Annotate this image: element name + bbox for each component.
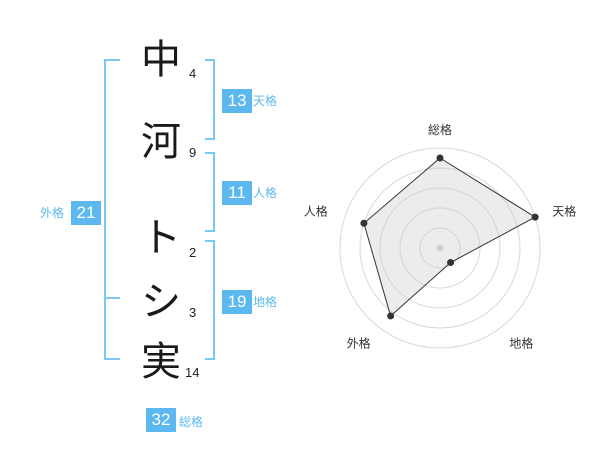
name-char-3: ト [141,215,181,261]
radar-ring [379,187,501,309]
gaikaku-bracket [104,59,120,360]
stroke-count-3: 2 [189,245,197,260]
tenkaku-value: 13 [222,89,252,113]
radar-point-3 [447,259,455,267]
chikaku-value: 19 [222,290,252,314]
jinkaku-value: 11 [222,181,252,205]
stroke-count-4: 3 [189,305,197,320]
stroke-count-1: 4 [189,66,197,81]
name-char-1: 中 [141,37,181,83]
gaikaku-bracket-tick [104,297,120,299]
chikaku-label: 地格 [253,295,278,309]
radar-axis-label-1: 総格 [428,122,452,137]
stroke-count-5: 14 [185,365,200,380]
radar-axis-label-5: 人格 [304,204,328,219]
tenkaku-bracket [205,59,215,140]
name-char-4: シ [141,279,181,325]
radar-center-dot [436,244,444,252]
radar-point-5 [360,219,368,227]
stroke-count-2: 9 [189,145,197,160]
radar-axis-label-2: 天格 [552,204,576,219]
radar-point-1 [436,154,444,162]
soukaku-label: 総格 [179,415,204,429]
radar-point-4 [387,312,395,320]
radar-rings [339,147,541,349]
jinkaku-bracket [205,152,215,232]
name-char-2: 河 [141,119,181,165]
radar-polygon [363,157,537,317]
gaikaku-value: 21 [71,201,101,225]
radar-ring [339,147,541,349]
tenkaku-label: 天格 [253,94,278,108]
radar-axis-label-3: 地格 [509,335,533,350]
jinkaku-label: 人格 [253,186,278,200]
radar-ring [399,207,481,289]
name-char-5: 実 [141,339,181,385]
radar-area [363,157,537,317]
radar-ring [419,227,461,269]
chikaku-bracket [205,240,215,360]
radar-points [360,154,539,320]
radar-axis-label-4: 外格 [347,335,371,350]
gaikaku-label: 外格 [40,206,65,220]
radar-point-2 [531,213,539,221]
radar-ring [359,167,521,329]
soukaku-value: 32 [146,408,176,432]
